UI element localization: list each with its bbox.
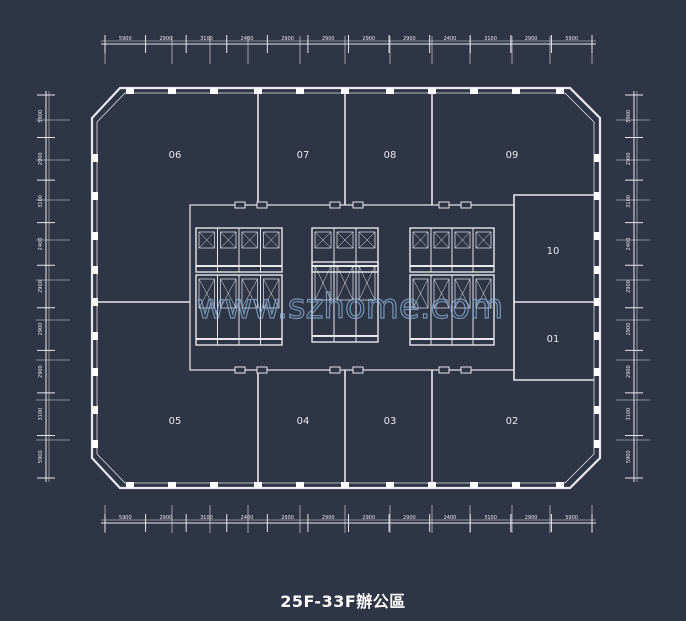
core-elevator-stair-blocks (195, 201, 495, 374)
unit-label-09: 09 (506, 150, 519, 161)
right-dimension-label: 2400 (626, 238, 632, 251)
unit-label-02: 02 (506, 416, 519, 427)
bottom-dimension-label: 3100 (484, 515, 497, 521)
bottom-dimension-label: 2400 (444, 515, 457, 521)
right-dimension-label: 5900 (626, 110, 632, 123)
top-dimension-label: 5900 (565, 36, 578, 42)
top-dimension-label: 2400 (444, 36, 457, 42)
left-dimension-label: 2900 (38, 280, 44, 293)
unit-label-10: 10 (547, 246, 560, 257)
right-dimension-label: 5900 (626, 450, 632, 463)
dimension-lines (36, 35, 650, 533)
left-dimension-label: 3100 (38, 195, 44, 208)
bottom-dimension-label: 2900 (362, 515, 375, 521)
plan-caption: 25F-33F辦公區 (280, 592, 406, 611)
top-dimension-label: 2900 (403, 36, 416, 42)
unit-label-03: 03 (384, 416, 397, 427)
bottom-dimension-label: 2900 (403, 515, 416, 521)
left-dimension-label: 2900 (38, 152, 44, 165)
right-dimension-label: 2900 (626, 152, 632, 165)
bottom-dimension-label: 5900 (565, 515, 578, 521)
unit-label-07: 07 (297, 150, 310, 161)
right-dimension-label: 3100 (626, 195, 632, 208)
top-dimension-label: 2400 (241, 36, 254, 42)
bottom-dimension-label: 2900 (322, 515, 335, 521)
left-dimension-label: 2900 (38, 365, 44, 378)
bottom-dimension-label: 3100 (200, 515, 213, 521)
service-core (189, 201, 515, 374)
unit-label-05: 05 (169, 416, 182, 427)
left-dimension-label: 5900 (38, 110, 44, 123)
right-dimension-label: 2900 (626, 365, 632, 378)
unit-label-01: 01 (547, 334, 560, 345)
unit-label-08: 08 (384, 150, 397, 161)
dimension-labels: 5900 2900 3100 2400 2900 2900 2900 2900 2400 3100… (38, 36, 632, 521)
top-dimension-label: 3100 (484, 36, 497, 42)
top-dimension-label: 2900 (525, 36, 538, 42)
left-dimension-label: 2900 (38, 323, 44, 336)
watermark-text: www.szhome.com (197, 287, 503, 327)
right-dimension-label: 2900 (626, 323, 632, 336)
bottom-dimension-label: 2400 (241, 515, 254, 521)
left-dimension-label: 2400 (38, 238, 44, 251)
top-dimension-label: 2900 (160, 36, 173, 42)
bottom-dimension-label: 2900 (525, 515, 538, 521)
right-dimension-label: 3100 (626, 408, 632, 421)
left-dimension-label: 5900 (38, 450, 44, 463)
bottom-dimension-label: 2900 (160, 515, 173, 521)
perimeter-columns (92, 88, 600, 488)
unit-labels: 01 02 03 04 05 06 07 08 09 10 (169, 150, 560, 427)
bottom-dimension-label: 5900 (119, 515, 132, 521)
top-dimension-label: 3100 (200, 36, 213, 42)
top-dimension-label: 5900 (119, 36, 132, 42)
top-dimension-label: 2900 (281, 36, 294, 42)
unit-label-06: 06 (169, 150, 182, 161)
top-dimension-label: 2900 (362, 36, 375, 42)
left-dimension-label: 3100 (38, 408, 44, 421)
top-dimension-label: 2900 (322, 36, 335, 42)
unit-label-04: 04 (297, 416, 310, 427)
bottom-dimension-label: 2900 (281, 515, 294, 521)
right-dimension-label: 2900 (626, 280, 632, 293)
